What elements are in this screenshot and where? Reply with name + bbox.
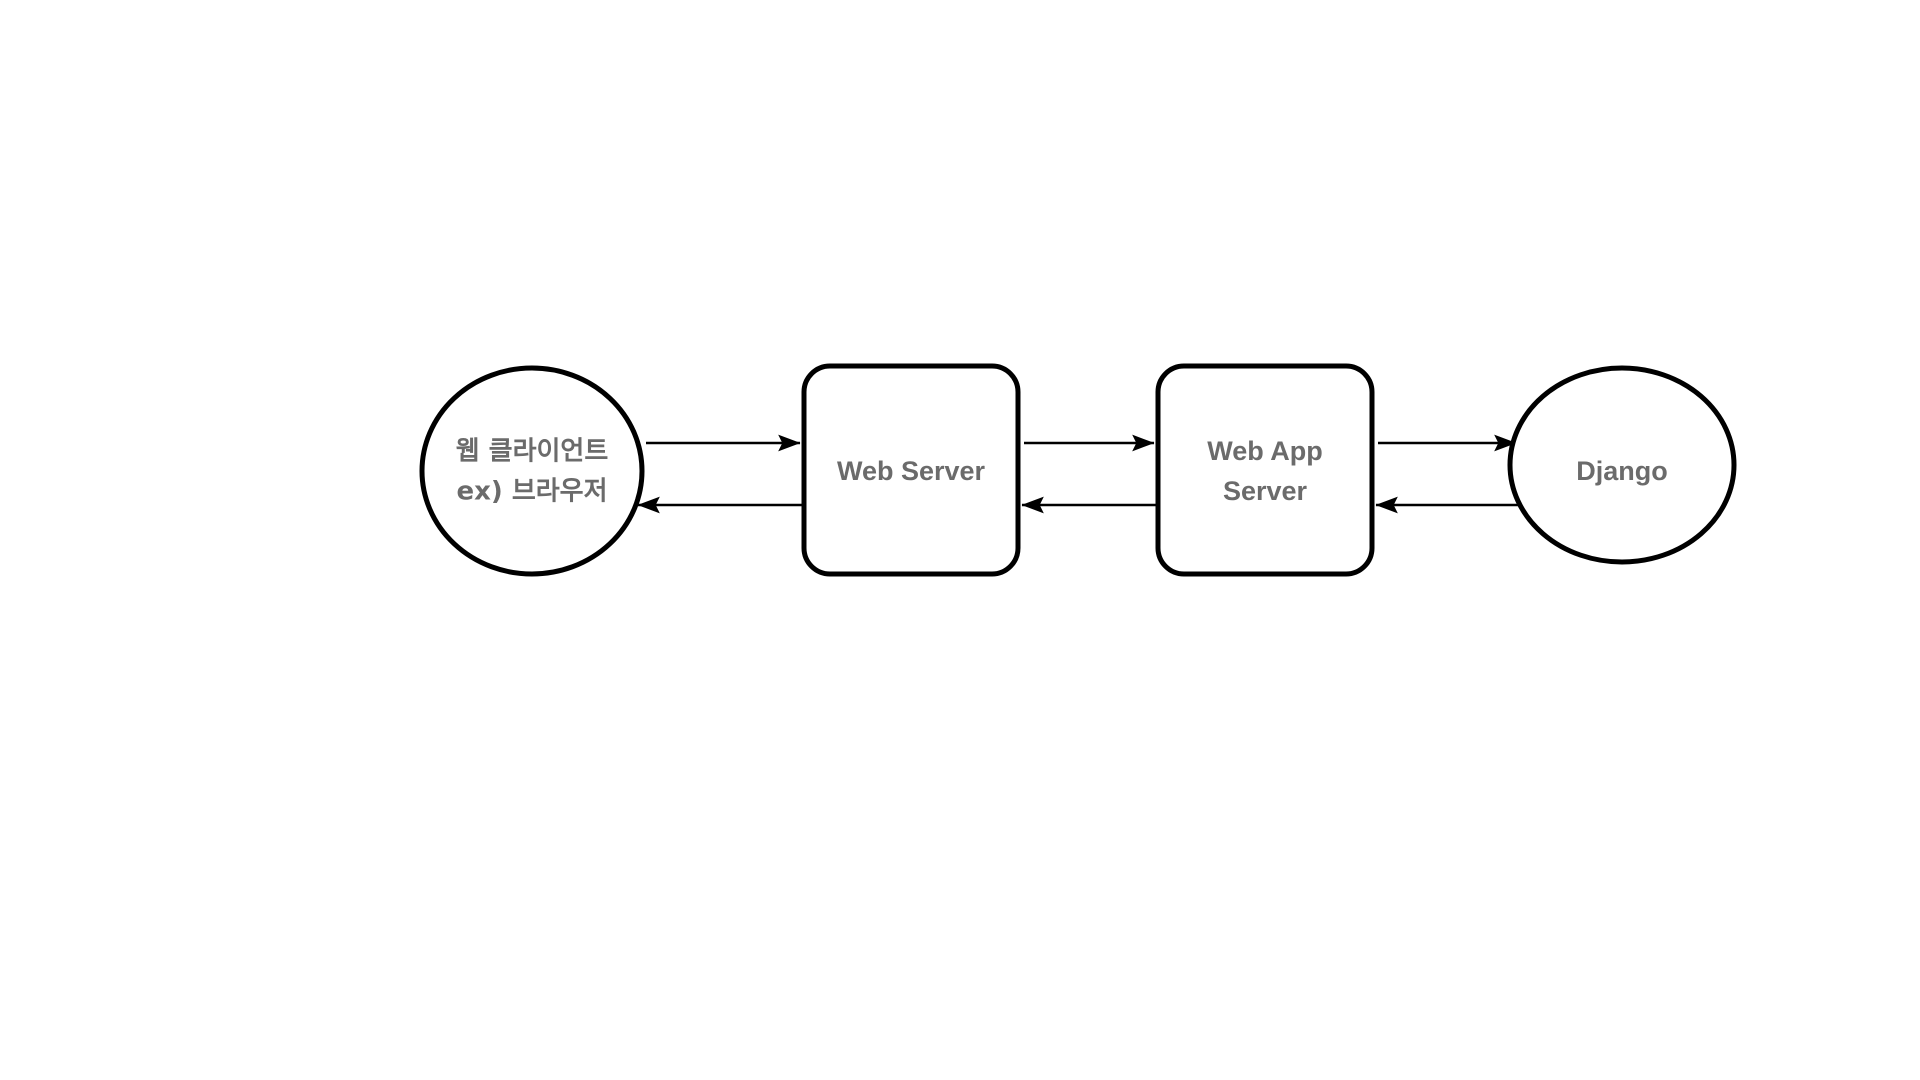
node-web-server[interactable]: Web Server xyxy=(801,363,1021,577)
web-client-label-line1: 웹 클라이언트 xyxy=(456,437,609,467)
web-app-server-label-line2: Server xyxy=(1223,476,1308,506)
django-label: Django xyxy=(1576,456,1668,486)
web-server-label: Web Server xyxy=(837,456,986,486)
node-django[interactable]: Django xyxy=(1507,365,1737,565)
web-client-label-line2: ex) 브라우저 xyxy=(456,477,607,507)
node-web-client[interactable]: 웹 클라이언트 ex) 브라우저 xyxy=(419,365,645,577)
web-app-server-rect xyxy=(1155,363,1375,577)
node-web-app-server[interactable]: Web App Server xyxy=(1155,363,1375,577)
django-ellipse xyxy=(1507,365,1737,565)
web-app-server-label-line1: Web App xyxy=(1207,436,1323,466)
edges-layer xyxy=(637,434,1522,514)
web-server-rect xyxy=(801,363,1021,577)
web-client-ellipse xyxy=(419,365,645,577)
